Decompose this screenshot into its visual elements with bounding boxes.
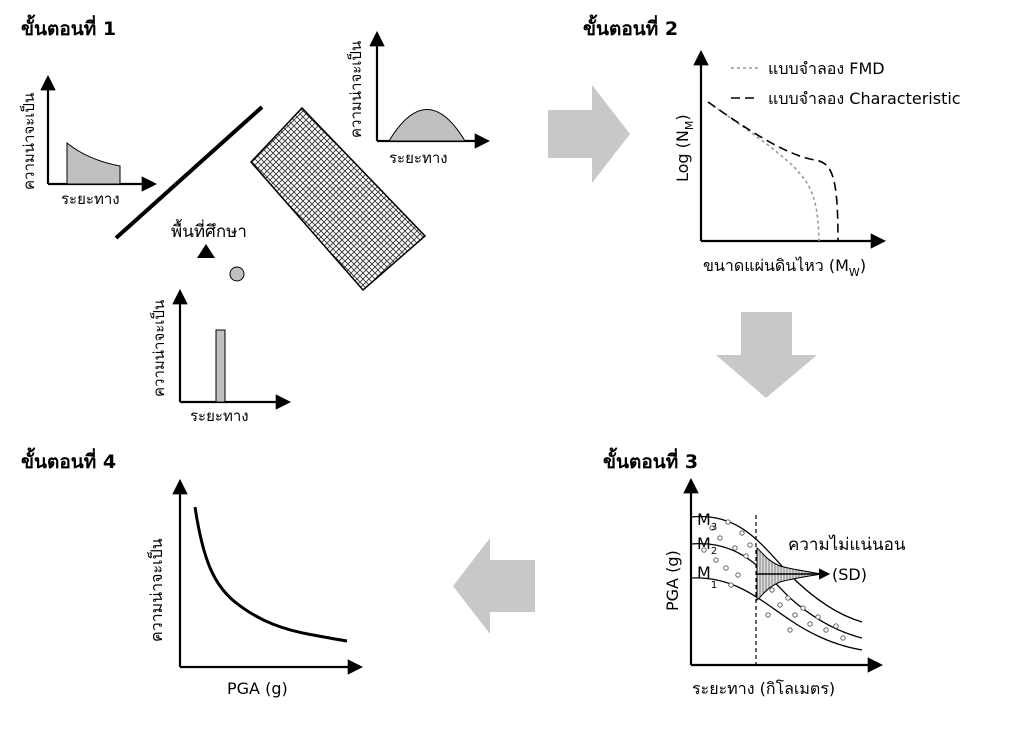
point-source-circle	[229, 266, 245, 282]
fmd-model-curve	[707, 101, 820, 242]
point-source-pdf-bar	[215, 329, 226, 403]
step1-chart-line-source: ความน่าจะเป็น ระยะทาง	[19, 74, 158, 208]
step4-xlabel: PGA (g)	[227, 679, 288, 698]
step2-title: ขั้นตอนที่ 2	[583, 18, 679, 40]
area-source-zone	[249, 106, 427, 292]
step1-chart-area-source: ความน่าจะเป็น ระยะทาง	[346, 30, 491, 167]
flow-arrow-down	[716, 312, 817, 398]
label-m3: M3	[697, 510, 717, 533]
label-m2: M2	[697, 534, 717, 557]
site-triangle-icon	[197, 244, 215, 258]
chart-c-ylabel: ความน่าจะเป็น	[149, 300, 168, 397]
site-label: พื้นที่ศึกษา	[171, 219, 247, 242]
chart-b-xlabel: ระยะทาง	[389, 149, 448, 167]
line-source-fault	[114, 105, 264, 240]
step2-ylabel: Log (NM)	[673, 114, 696, 182]
step4-ylabel: ความน่าจะเป็น	[146, 538, 166, 642]
step1-chart-point-source: ความน่าจะเป็น ระยะทาง	[149, 288, 292, 425]
flow-arrow-right	[548, 85, 630, 183]
step1-source-map: พื้นที่ศึกษา	[114, 105, 427, 292]
line-source-pdf	[66, 141, 121, 185]
flow-arrow-left	[453, 538, 535, 634]
sd-label: (SD)	[832, 565, 867, 584]
step1-title: ขั้นตอนที่ 1	[21, 18, 117, 40]
step3-gmpe-chart: (SD) ความไม่แน่นอน M3 M2 M1 PGA (g) ระยะ…	[663, 477, 906, 698]
characteristic-model-curve	[707, 101, 839, 242]
step3-ylabel: PGA (g)	[663, 550, 682, 611]
chart-a-xlabel: ระยะทาง	[61, 190, 120, 208]
step2-recurrence-chart: แบบจำลอง FMD แบบจำลอง Characteristic Log…	[673, 49, 961, 279]
step3-xlabel: ระยะทาง (กิโลเมตร)	[692, 679, 835, 698]
observation-points	[701, 519, 846, 641]
legend-characteristic-label: แบบจำลอง Characteristic	[768, 89, 961, 108]
area-source-pdf	[388, 109, 466, 142]
chart-a-ylabel: ความน่าจะเป็น	[19, 93, 38, 190]
hazard-curve	[193, 506, 348, 643]
uncertainty-label: ความไม่แน่นอน	[788, 534, 906, 555]
step3-title: ขั้นตอนที่ 3	[603, 451, 699, 473]
curve-m1	[690, 577, 863, 651]
step4-title: ขั้นตอนที่ 4	[21, 451, 117, 473]
chart-b-ylabel: ความน่าจะเป็น	[346, 41, 365, 138]
label-m1: M1	[697, 563, 717, 591]
legend-fmd-label: แบบจำลอง FMD	[768, 59, 885, 78]
step2-xlabel: ขนาดแผ่นดินไหว (MW)	[703, 256, 866, 279]
chart-c-xlabel: ระยะทาง	[190, 407, 249, 425]
step4-hazard-curve-chart: ความน่าจะเป็น PGA (g)	[146, 478, 364, 698]
